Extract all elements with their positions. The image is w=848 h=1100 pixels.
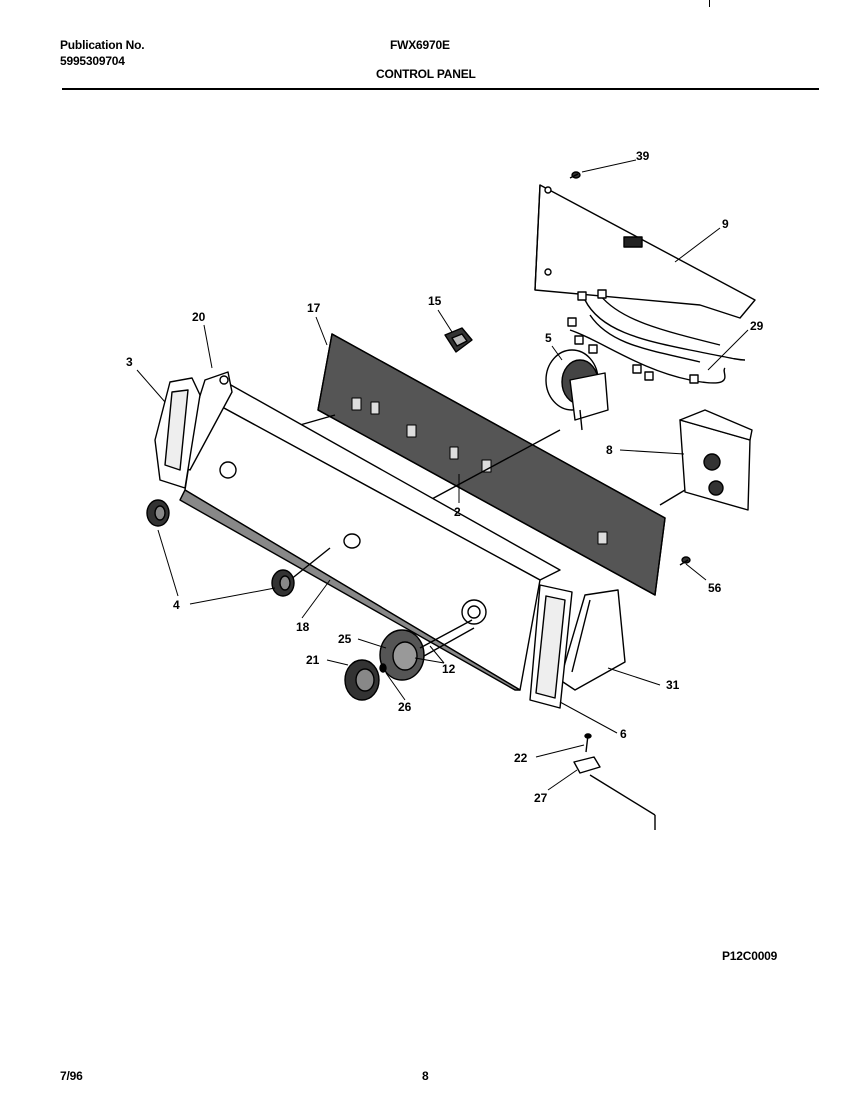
part-26-clip [379,663,387,673]
part-4-knob-middle [271,569,295,597]
callout-4: 4 [173,598,180,612]
part-25-dial-skirt [379,629,425,681]
part-12-shaft [419,619,475,657]
callout-6: 6 [620,727,627,741]
callout-22: 22 [514,751,528,765]
part-3-left-end-cap [154,377,201,489]
part-8-timer [659,409,753,511]
callout-15: 15 [428,294,442,308]
part-18-console [179,379,561,691]
part-39-screw [569,171,581,179]
part-15-connector [444,327,473,353]
part-56-screw [679,556,691,566]
callout-26: 26 [398,700,412,714]
header-rule [62,88,819,90]
part-5-selector-switch [545,349,609,431]
part-6-right-end-cap [529,584,573,709]
callout-25: 25 [338,632,352,646]
part-4-knob-left [146,499,170,527]
callout-39: 39 [636,149,650,163]
model-number: FWX6970E [390,38,450,52]
part-9-rear-plate [534,184,756,319]
callout-20: 20 [192,310,206,324]
publication-label: Publication No. [60,38,145,52]
callout-56: 56 [708,581,722,595]
callout-31: 31 [666,678,680,692]
part-21-timer-knob [344,659,380,701]
callout-5: 5 [545,331,552,345]
callout-3: 3 [126,355,133,369]
page-number: 8 [422,1069,429,1083]
callout-9: 9 [722,217,729,231]
callout-8: 8 [606,443,613,457]
diagram-code: P12C0009 [722,949,778,963]
callout-2: 2 [454,505,461,519]
corner-tick [709,0,710,7]
footer-date: 7/96 [60,1069,83,1083]
callout-12: 12 [442,662,456,676]
callout-18: 18 [296,620,310,634]
part-29-wire-harness [567,289,746,384]
part-22-screw [584,733,592,753]
part-17-backing-board [317,333,666,596]
part-2-rods [299,414,561,501]
publication-number: 5995309704 [60,54,125,68]
callout-21: 21 [306,653,320,667]
section-title: CONTROL PANEL [376,67,476,81]
part-27-clip [573,756,656,830]
callout-27: 27 [534,791,548,805]
callout-17: 17 [307,301,321,315]
callout-29: 29 [750,319,764,333]
